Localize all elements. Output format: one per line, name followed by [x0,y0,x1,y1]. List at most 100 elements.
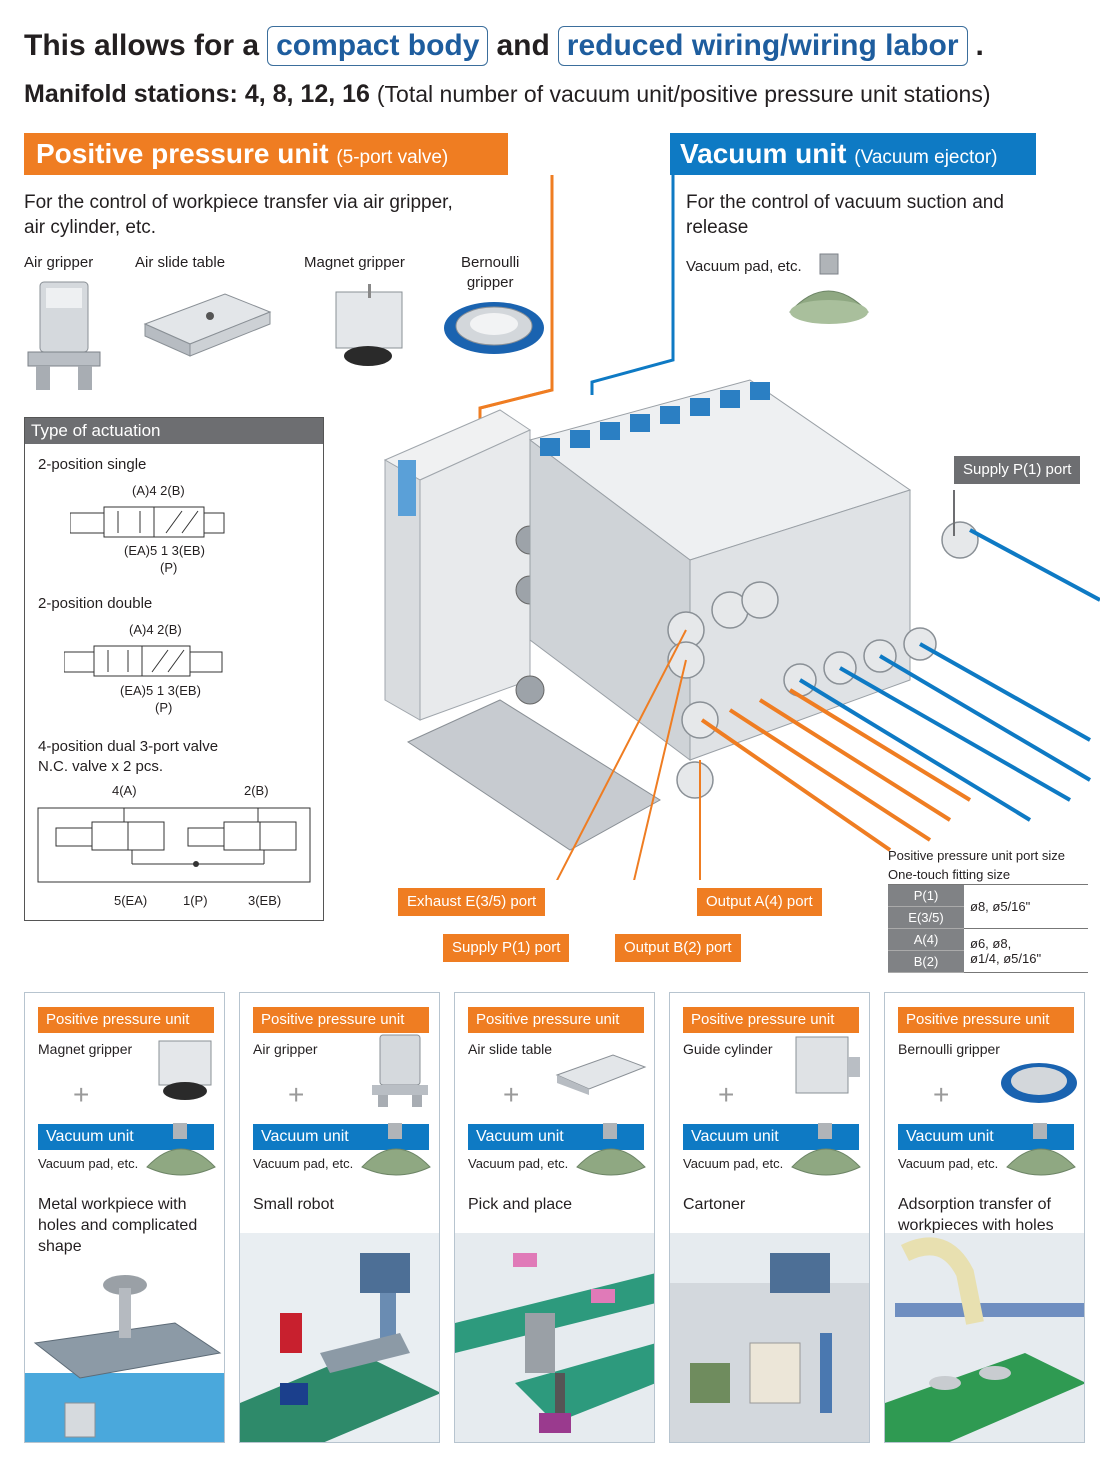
panel-application: Pick and place [468,1196,573,1213]
application-panel: Positive pressure unit Air slide table +… [454,992,655,1443]
panel-vacuum-item: Vacuum pad, etc. [253,1156,354,1171]
dual-port-a: 4(A) [112,783,137,798]
panel-vacuum-item: Vacuum pad, etc. [898,1156,999,1171]
magnet-gripper-image [158,1040,212,1100]
positive-unit-subtitle: (5-port valve) [336,147,449,168]
headline-prefix: This allows for a [24,29,260,62]
air-slide-table-image [143,293,272,357]
plus-icon: + [73,1079,90,1110]
vacuum-item-label: Vacuum pad, etc. [686,258,802,275]
bernoulli-gripper-image [1001,1063,1077,1103]
item-bernoulli-gripper-label: Bernoulli gripper [461,253,519,293]
port-size-title-2: One-touch fitting size [888,867,1011,882]
double-valve-symbol [64,645,223,677]
headline: This allows for a compact body and reduc… [24,26,984,66]
vacuum-unit-title: Vacuum unit [680,138,847,169]
manifold-line: Manifold stations: 4, 8, 12, 16 (Total n… [24,80,991,109]
headline-box-compact: compact body [267,26,489,66]
single-bottom-ports: (EA)5 1 3(EB) [124,543,205,558]
panel-application: Cartoner [683,1196,746,1213]
single-valve-symbol [70,506,225,538]
callout-supply-right: Supply P(1) port [954,456,1081,484]
callout-supply-bottom: Supply P(1) port [443,934,570,962]
table-row: E(3/5) [888,906,1088,929]
plus-icon: + [718,1079,735,1110]
air-gripper-image [27,281,101,390]
table-value: ø8, ø5/16" [964,884,1088,929]
panel-item-label: Air slide table [468,1041,553,1057]
panel-positive-tag: Positive pressure unit [253,1007,429,1033]
double-label: 2-position double [38,595,153,612]
actuation-title: Type of actuation [25,418,323,444]
air-slide-table-image [555,1054,647,1095]
scene-cartoner [670,1233,869,1442]
vacuum-pad-image [789,253,869,324]
scene-pick-and-place [455,1233,654,1442]
port-size-title-1: Positive pressure unit port size [888,848,1066,863]
panel-item-label: Magnet gripper [38,1041,133,1057]
bernoulli-gripper-image [444,302,544,354]
vacuum-unit-header: Vacuum unit (Vacuum ejector) [670,133,1036,175]
single-p-port: (P) [160,560,178,575]
port-size-title: Positive pressure unit port size One-tou… [888,846,1065,884]
port-size-table: P(1) ø8, ø5/16" E(3/5) A(4) ø6, ø8, ø1/4… [888,884,1088,973]
positive-desc-line2: air cylinder, etc. [24,217,156,238]
plus-icon: + [933,1079,950,1110]
vacuum-desc-line2: release [686,217,749,238]
vacuum-pad-image [1006,1123,1076,1176]
vacuum-pad-image [146,1123,216,1176]
scene-metal-workpiece [25,1275,224,1442]
table-key: P(1) [888,884,964,907]
vacuum-pad-image [791,1123,861,1176]
actuation-panel: Type of actuation [24,417,324,921]
dual-port-ea: 5(EA) [114,893,148,908]
panel-positive-tag: Positive pressure unit [898,1007,1074,1033]
table-key: A(4) [888,928,964,951]
double-bottom-ports: (EA)5 1 3(EB) [120,683,201,698]
dual-valve-symbol [37,807,311,883]
panel-vacuum-tag: Vacuum unit [683,1124,859,1150]
plus-icon: + [288,1079,305,1110]
application-panel: Positive pressure unit Bernoulli gripper… [884,992,1085,1443]
application-panel: Positive pressure unit Guide cylinder + … [669,992,870,1443]
double-p-port: (P) [155,700,173,715]
scene-adsorption-transfer [885,1233,1084,1442]
headline-mid: and [496,29,550,62]
table-value-line2: ø1/4, ø5/16" [970,950,1042,966]
panel-positive-tag: Positive pressure unit [468,1007,644,1033]
vacuum-pad-image [361,1123,431,1176]
double-top-ports: (A)4 2(B) [129,622,182,637]
positive-unit-description: For the control of workpiece transfer vi… [24,190,453,240]
table-value-line1: ø6, ø8, [970,935,1012,951]
item-magnet-gripper-label: Magnet gripper [304,254,405,271]
manifold-illustration [383,175,1100,880]
panel-application: Metal workpiece with holes and complicat… [38,1196,198,1255]
positive-unit-title: Positive pressure unit [36,138,329,169]
dual-label-2: N.C. valve x 2 pcs. [38,758,164,775]
panel-application: Small robot [253,1196,334,1213]
dual-port-b: 2(B) [244,783,269,798]
panel-positive-tag: Positive pressure unit [38,1007,214,1033]
magnet-gripper-image [335,284,403,366]
dual-label: 4-position dual 3-port valve [38,738,219,755]
panel-vacuum-item: Vacuum pad, etc. [468,1156,569,1171]
guide-cylinder-image [795,1036,860,1094]
callout-output-b: Output B(2) port [615,934,741,962]
application-panel: Positive pressure unit Air gripper + Vac… [239,992,440,1443]
table-row: A(4) ø6, ø8, ø1/4, ø5/16" [888,928,1088,973]
panel-vacuum-item: Vacuum pad, etc. [683,1156,784,1171]
headline-suffix: . [975,29,984,62]
positive-desc-line1: For the control of workpiece transfer vi… [24,192,453,213]
table-value: ø6, ø8, ø1/4, ø5/16" [964,928,1088,973]
vacuum-pad-image [576,1123,646,1176]
manifold-note: (Total number of vacuum unit/positive pr… [376,81,991,107]
application-panel: Positive pressure unit Magnet gripper + … [24,992,225,1443]
vacuum-unit-subtitle: (Vacuum ejector) [854,147,998,168]
item-air-slide-table-label: Air slide table [135,254,226,271]
bernoulli-line1: Bernoulli [461,254,520,271]
vacuum-unit-description: For the control of vacuum suction and re… [686,190,1004,240]
dual-port-p: 1(P) [183,893,208,908]
air-gripper-image [372,1034,428,1107]
panel-vacuum-item: Vacuum pad, etc. [38,1156,139,1171]
plus-icon: + [503,1079,520,1110]
